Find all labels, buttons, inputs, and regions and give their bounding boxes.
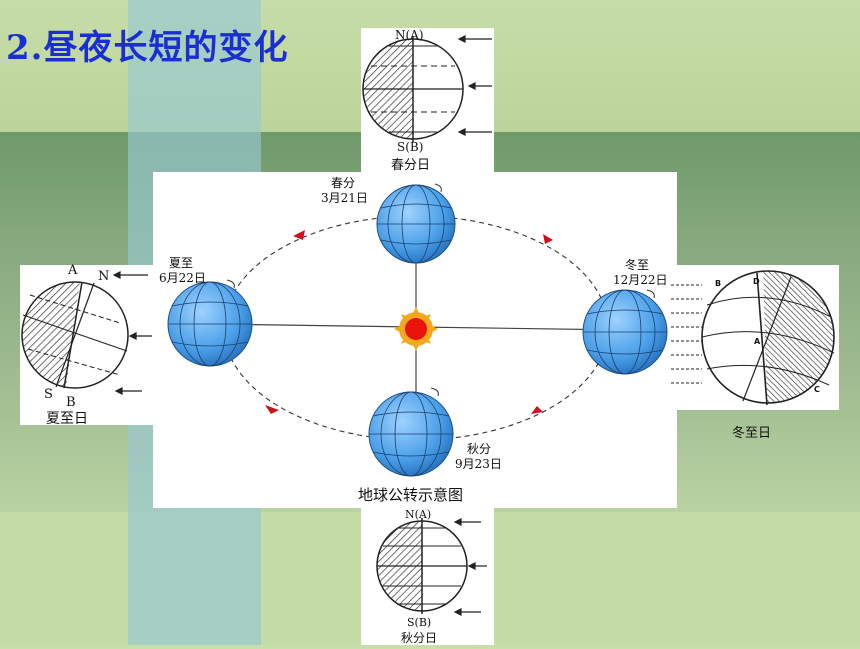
sun-icon xyxy=(394,307,438,351)
summer-date-label: 6月22日 xyxy=(159,271,206,285)
autumn-season-label: 秋分 xyxy=(467,442,492,456)
orbit-direction-arrows xyxy=(265,230,553,414)
spring-equinox-panel: N(A) S(B) 春分日 xyxy=(361,28,494,173)
winter-solstice-panel: B D A C xyxy=(671,265,839,410)
earth-winter-icon xyxy=(582,289,668,375)
summer-n-label: N xyxy=(98,269,110,284)
earth-autumn-icon xyxy=(368,387,454,477)
winter-label-c: C xyxy=(814,385,820,394)
winter-illumination-diagram xyxy=(671,270,835,406)
winter-date-label: 12月22日 xyxy=(613,273,668,287)
spring-north-label: N(A) xyxy=(395,28,424,42)
summer-b-label: B xyxy=(66,395,76,410)
summer-solstice-panel: A N S B 夏至日 xyxy=(20,263,153,427)
winter-season-label: 冬至 xyxy=(625,258,650,272)
orbit-caption: 地球公转示意图 xyxy=(358,486,464,504)
winter-label-b: B xyxy=(715,279,722,288)
spring-date-label: 3月21日 xyxy=(321,191,368,205)
spring-season-label: 春分 xyxy=(331,176,356,190)
spring-caption: 春分日 xyxy=(391,158,431,173)
autumn-north-label: N(A) xyxy=(405,508,432,521)
orbit-diagram-panel: 春分 3月21日 夏至 6月22日 冬至 12月22日 秋分 9月23日 地球公… xyxy=(153,172,677,508)
winter-label-a: A xyxy=(754,337,761,346)
autumn-illumination-diagram xyxy=(376,518,487,616)
spring-illumination-diagram xyxy=(362,35,492,142)
summer-a-label: A xyxy=(68,263,78,278)
winter-label-d: D xyxy=(753,277,760,286)
autumn-date-label: 9月23日 xyxy=(455,457,502,471)
earth-spring-icon xyxy=(376,183,456,264)
winter-caption: 冬至日 xyxy=(732,426,772,441)
autumn-equinox-panel: N(A) S(B) 秋分日 xyxy=(361,508,494,645)
summer-illumination-diagram xyxy=(21,271,152,395)
summer-s-label: S xyxy=(44,387,53,402)
slide-title: 2.昼夜长短的变化 xyxy=(6,28,289,68)
earth-summer-icon xyxy=(167,279,253,367)
summer-caption: 夏至日 xyxy=(46,411,88,427)
autumn-caption: 秋分日 xyxy=(401,631,438,645)
orbit-diagram xyxy=(167,183,668,477)
summer-season-label: 夏至 xyxy=(169,256,194,270)
autumn-south-label: S(B) xyxy=(407,616,432,629)
spring-south-label: S(B) xyxy=(397,140,424,154)
